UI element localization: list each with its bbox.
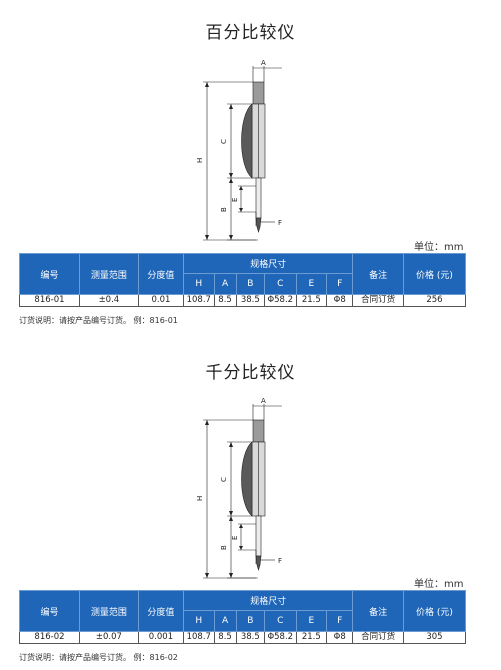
indicator-tip — [255, 217, 262, 234]
header-a: A — [213, 273, 237, 295]
header-division: 分度值 — [137, 253, 185, 295]
dim-label-b: B — [220, 545, 228, 550]
cell-c: Φ58.2 — [264, 294, 297, 307]
dim-label-h: H — [196, 496, 204, 501]
header-f: F — [326, 610, 354, 632]
cell-remark: 合同订货 — [352, 631, 404, 644]
cell-range: ±0.4 — [78, 294, 139, 307]
cell-a: 8.5 — [213, 631, 237, 644]
cell-b: 38.5 — [235, 294, 266, 307]
indicator-cap — [252, 419, 265, 443]
dim-label-e: E — [231, 198, 239, 202]
header-e: E — [295, 273, 328, 295]
header-price: 价格 (元) — [402, 253, 467, 295]
cell-division: 0.01 — [137, 294, 185, 307]
order-note: 订货说明：请按产品编号订货。 例：816-02 — [19, 653, 178, 662]
cell-remark: 合同订货 — [352, 294, 404, 307]
unit-label: 单位：mm — [414, 242, 464, 253]
header-h: H — [183, 610, 215, 632]
cell-f: Φ8 — [326, 294, 354, 307]
cell-price: 256 — [402, 294, 467, 307]
header-c: C — [264, 610, 297, 632]
order-note: 订货说明：请按产品编号订货。 例：816-01 — [19, 316, 178, 325]
header-dims: 规格尺寸 — [183, 253, 354, 274]
product-title: 百分比较仪 — [205, 23, 296, 43]
cell-h: 108.7 — [183, 294, 215, 307]
unit-label: 单位：mm — [414, 579, 464, 590]
indicator-stem — [255, 177, 262, 219]
cell-range: ±0.07 — [78, 631, 139, 644]
indicator-stem — [255, 515, 262, 557]
header-division: 分度值 — [137, 590, 185, 632]
indicator-tip — [255, 555, 262, 572]
cell-e: 21.5 — [295, 294, 328, 307]
cell-a: 8.5 — [213, 294, 237, 307]
dim-label-e: E — [231, 536, 239, 540]
table-row: 816-02 ±0.07 0.001 108.7 8.5 38.5 Φ58.2 … — [19, 631, 467, 644]
dim-label-c: C — [220, 139, 228, 144]
cell-price: 305 — [402, 631, 467, 644]
header-dims: 规格尺寸 — [183, 590, 354, 611]
header-b: B — [235, 273, 266, 295]
dimension-diagram: A H C B E F — [196, 397, 282, 579]
cell-code: 816-01 — [19, 294, 80, 307]
spec-table: 编号 测量范围 分度值 规格尺寸 备注 价格 (元) H A B C E F 8… — [19, 253, 467, 307]
dim-label-a: A — [261, 59, 266, 67]
dim-label-f: F — [278, 557, 282, 565]
indicator-dial — [241, 441, 253, 517]
header-remark: 备注 — [352, 253, 404, 295]
dim-label-f: F — [278, 219, 282, 227]
header-code: 编号 — [19, 253, 80, 295]
dim-label-b: B — [220, 207, 228, 212]
dimension-diagram: A H C B E F — [196, 59, 282, 241]
cell-code: 816-02 — [19, 631, 80, 644]
header-range: 测量范围 — [78, 590, 139, 632]
cell-h: 108.7 — [183, 631, 215, 644]
cell-b: 38.5 — [235, 631, 266, 644]
header-f: F — [326, 273, 354, 295]
indicator-dial — [241, 103, 253, 179]
cell-f: Φ8 — [326, 631, 354, 644]
cell-e: 21.5 — [295, 631, 328, 644]
header-e: E — [295, 610, 328, 632]
header-c: C — [264, 273, 297, 295]
cell-division: 0.001 — [137, 631, 185, 644]
header-h: H — [183, 273, 215, 295]
dim-label-h: H — [196, 158, 204, 163]
dim-label-a: A — [261, 397, 266, 405]
header-range: 测量范围 — [78, 253, 139, 295]
product-title: 千分比较仪 — [205, 363, 296, 383]
header-a: A — [213, 610, 237, 632]
header-code: 编号 — [19, 590, 80, 632]
table-row: 816-01 ±0.4 0.01 108.7 8.5 38.5 Φ58.2 21… — [19, 294, 467, 307]
spec-table: 编号 测量范围 分度值 规格尺寸 备注 价格 (元) H A B C E F 8… — [19, 590, 467, 644]
header-price: 价格 (元) — [402, 590, 467, 632]
cell-c: Φ58.2 — [264, 631, 297, 644]
dim-label-c: C — [220, 477, 228, 482]
header-b: B — [235, 610, 266, 632]
indicator-cap — [252, 81, 265, 105]
header-remark: 备注 — [352, 590, 404, 632]
